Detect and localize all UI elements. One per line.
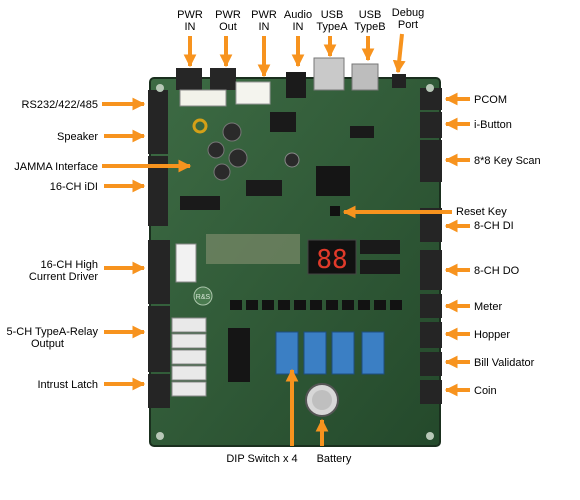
capacitor [222, 122, 242, 142]
resistor-bank [206, 234, 300, 264]
meter-connector [420, 294, 442, 318]
mounting-hole [426, 432, 434, 440]
relay [171, 365, 207, 381]
relay [171, 349, 207, 365]
dip-switch-4 [361, 331, 385, 375]
relay [171, 317, 207, 333]
usb-type-a-port [313, 57, 345, 91]
label-intrust: Intrust Latch [37, 379, 98, 391]
callout-labels: PWR IN PWR Out PWR IN Audio IN USB TypeA… [7, 7, 541, 465]
label-speaker: Speaker [57, 131, 98, 143]
reset-key-button [330, 206, 340, 216]
ibutton-connector [420, 112, 442, 138]
rs232-connector [148, 90, 168, 130]
pwr-in-2-connector [235, 81, 271, 105]
label-pcom: PCOM [474, 94, 507, 106]
barcode-sticker [175, 243, 197, 283]
label-ibutton: i-Button [474, 119, 512, 131]
dip-switch-2 [303, 331, 327, 375]
label-pwr-in-1-line2: IN [185, 21, 196, 33]
label-di16: 16-CH iDI [50, 181, 98, 193]
power-terminal [179, 89, 227, 107]
jamma-connector [148, 156, 168, 226]
label-relay-line1: 5-CH TypeA-Relay [7, 326, 99, 338]
label-audio-in-line2: IN [293, 21, 304, 33]
label-keyscan: 8*8 Key Scan [474, 155, 541, 167]
hopper-connector [420, 322, 442, 348]
mounting-hole [156, 432, 164, 440]
label-pwr-out-line2: Out [219, 21, 237, 33]
label-di8: 8-CH DI [474, 220, 514, 232]
label-coin: Coin [474, 385, 497, 397]
relay-driver-chip [228, 328, 250, 382]
label-meter: Meter [474, 301, 502, 313]
usb-type-b-port [351, 63, 379, 91]
label-pwr-in-1-line1: PWR [177, 9, 203, 21]
pwr-in-1-connector [176, 68, 202, 90]
label-debug-line1: Debug [392, 7, 424, 19]
label-usb-b-line2: TypeB [354, 21, 385, 33]
label-jamma: JAMMA Interface [14, 161, 98, 173]
inductor-coil [192, 118, 208, 134]
label-do8: 8-CH DO [474, 265, 520, 277]
pcb-board: 88 R&S [148, 57, 442, 447]
pcom-connector [420, 88, 442, 110]
transistor-rows [230, 300, 402, 310]
do8-connector [420, 250, 442, 290]
chip [246, 180, 282, 196]
capacitor [207, 141, 225, 159]
callout-arrows [102, 33, 470, 446]
debug-port-header [392, 74, 406, 88]
audio-jack [286, 72, 306, 98]
pwr-out-connector [210, 68, 236, 90]
display-digits: 88 [316, 245, 347, 275]
label-reset: Reset Key [456, 206, 507, 218]
high-current-driver-connector [148, 240, 170, 304]
dip-switch-3 [331, 331, 355, 375]
chip [360, 240, 400, 254]
label-battery: Battery [317, 453, 352, 465]
label-usb-a-line2: TypeA [316, 21, 348, 33]
chip [360, 260, 400, 274]
mounting-hole [426, 84, 434, 92]
logo-text: R&S [196, 294, 211, 301]
mounting-hole [156, 84, 164, 92]
di8-connector [420, 208, 442, 242]
dip-switch-1 [275, 331, 299, 375]
main-processor-chip [316, 166, 350, 196]
bill-validator-connector [420, 352, 442, 376]
label-bill: Bill Validator [474, 357, 535, 369]
relay-output-connector [148, 306, 170, 372]
rs-logo [193, 286, 213, 306]
label-audio-in-line1: Audio [284, 9, 312, 21]
label-hcd-line2: Current Driver [29, 271, 98, 283]
chip [270, 112, 296, 132]
capacitor [213, 163, 231, 181]
label-usb-a-line1: USB [321, 9, 344, 21]
arrow-debug [392, 33, 406, 74]
relay [171, 333, 207, 349]
chip [180, 196, 220, 210]
chip [350, 126, 374, 138]
label-hopper: Hopper [474, 329, 510, 341]
label-pwr-in-2-line2: IN [259, 21, 270, 33]
label-relay-line2: Output [31, 338, 64, 350]
label-dip-switch: DIP Switch x 4 [226, 453, 297, 465]
label-pwr-out-line1: PWR [215, 9, 241, 21]
label-pwr-in-2-line1: PWR [251, 9, 277, 21]
speaker-connector [148, 130, 168, 154]
coin-connector [420, 380, 442, 404]
label-hcd-line1: 16-CH High [41, 259, 98, 271]
seven-segment-display [307, 239, 357, 275]
capacitor [228, 148, 248, 168]
label-rs232: RS232/422/485 [22, 99, 98, 111]
capacitor [284, 152, 300, 168]
battery-face [312, 390, 332, 410]
key-scan-connector [420, 140, 442, 182]
label-usb-b-line1: USB [359, 9, 382, 21]
relay [171, 381, 207, 397]
intrust-latch-connector [148, 374, 170, 408]
label-debug-line2: Port [398, 19, 418, 31]
